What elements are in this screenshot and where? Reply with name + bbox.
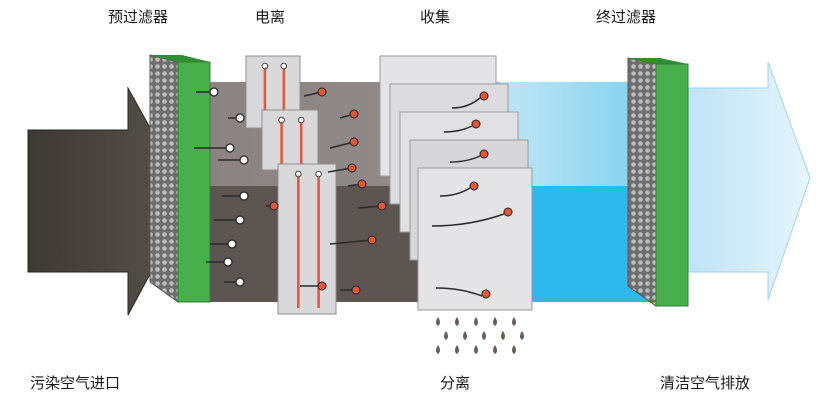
electrode-lead <box>329 239 373 245</box>
electrode-node <box>317 281 327 291</box>
electrode-node <box>347 163 357 173</box>
droplet <box>520 331 524 340</box>
collector-lead <box>431 213 505 227</box>
droplet <box>493 317 497 326</box>
electrode-node <box>235 277 245 287</box>
electrode-node <box>357 179 367 189</box>
collector-lead <box>439 187 471 197</box>
collector-node <box>479 149 489 159</box>
electrode-node <box>295 170 302 178</box>
pre-filter <box>149 54 211 303</box>
electrode-node <box>317 87 327 97</box>
collector-lead <box>435 287 483 297</box>
droplet <box>474 345 478 354</box>
droplet <box>501 331 505 340</box>
dirty-air-inlet-label: 污染空气进口 <box>30 374 121 392</box>
separation-label: 分离 <box>440 374 471 392</box>
pre-filter-label: 预过滤器 <box>108 8 169 26</box>
ionization-label: 电离 <box>255 8 286 26</box>
collection-label: 收集 <box>420 8 451 26</box>
collection-plate <box>417 167 533 311</box>
separated-droplets <box>436 317 524 354</box>
electrode-node <box>297 116 305 124</box>
clean-air-outlet-label: 清洁空气排放 <box>660 374 751 392</box>
droplet <box>436 317 440 326</box>
collector-lead <box>443 125 473 133</box>
collector-node <box>469 181 479 191</box>
droplet <box>474 317 478 326</box>
electrode-node <box>227 239 237 249</box>
electrode-node <box>280 62 288 70</box>
electrode-node <box>209 87 219 97</box>
electrode-node <box>278 116 285 124</box>
electrode-node <box>351 285 361 295</box>
collector-node <box>481 289 491 299</box>
electrode-node <box>367 235 377 245</box>
ionization-plate <box>261 109 319 171</box>
collector-node <box>479 91 489 101</box>
electrode-node <box>225 143 235 153</box>
electrode-node <box>315 170 322 178</box>
droplet <box>444 331 448 340</box>
electrode-node <box>223 257 233 267</box>
collector-node <box>471 119 481 129</box>
droplet <box>482 331 486 340</box>
electrode-node <box>349 137 359 147</box>
droplet <box>463 331 467 340</box>
outlet-arrow <box>667 61 811 301</box>
electrode-node <box>377 201 387 211</box>
electrode-node <box>235 215 245 225</box>
droplet <box>455 317 459 326</box>
electrode-leads <box>194 87 387 295</box>
electrode-node <box>239 155 249 165</box>
collector-node <box>503 207 513 217</box>
ionization-plates <box>245 55 337 315</box>
droplet <box>436 345 440 354</box>
electrode-node <box>261 62 269 70</box>
droplet <box>455 345 459 354</box>
electrode-node <box>239 191 249 201</box>
electrode-node <box>235 113 245 123</box>
electrode-node <box>349 109 359 119</box>
electrode-node <box>269 201 279 211</box>
droplet <box>512 317 516 326</box>
collector-lead <box>449 155 481 163</box>
ionization-plate <box>277 163 337 315</box>
droplet <box>512 345 516 354</box>
final-filter <box>627 57 689 307</box>
collection-plates <box>379 55 533 311</box>
droplet <box>493 345 497 354</box>
collector-lead <box>451 97 481 109</box>
final-filter-label: 终过滤器 <box>596 8 657 26</box>
